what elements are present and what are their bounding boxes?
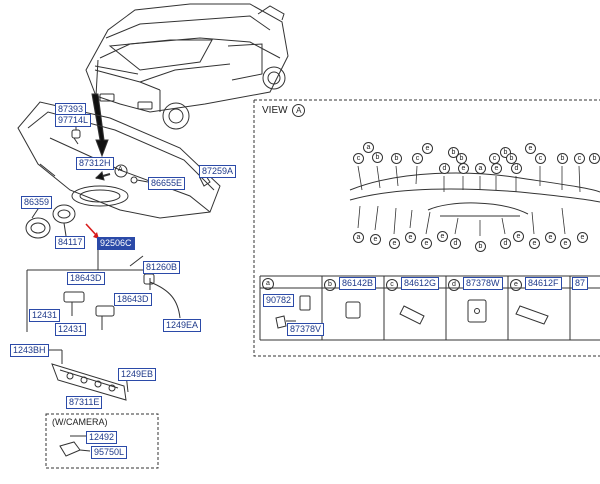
part-label-p81260B[interactable]: 81260B [143, 261, 181, 274]
view-marker-e: e [370, 234, 381, 245]
table-part-87378W[interactable]: 87378W [463, 277, 503, 290]
view-marker-e: e [458, 163, 469, 174]
view-marker-c: c [574, 153, 585, 164]
table-cell-f: 87 [572, 277, 589, 290]
table-cell-letter: e [510, 279, 522, 291]
view-marker-d: d [511, 163, 522, 174]
callout-a: A [118, 166, 123, 173]
view-marker-e: e [437, 231, 448, 242]
vehicle-illustration [85, 3, 289, 130]
view-marker: A [292, 104, 306, 117]
part-label-p86359[interactable]: 86359 [21, 196, 53, 209]
view-marker-b: b [372, 152, 383, 163]
part-label-p97714L[interactable]: 97714L [55, 114, 92, 127]
table-cell-a: a [262, 277, 277, 290]
view-marker-e: e [422, 143, 433, 154]
part-label-p87312H[interactable]: 87312H [76, 157, 114, 170]
table-cell-letter: c [386, 279, 398, 291]
table-part-87[interactable]: 87 [572, 277, 589, 290]
part-label-p12431_b[interactable]: 12431 [55, 323, 87, 336]
table-part-84612F[interactable]: 84612F [525, 277, 562, 290]
part-label-p1249EB[interactable]: 1249EB [118, 368, 157, 381]
view-marker-e: e [405, 232, 416, 243]
view-marker-e: e [389, 238, 400, 249]
part-label-p12492[interactable]: 12492 [86, 431, 118, 444]
view-marker-a: a [475, 163, 486, 174]
part-label-p1243BH[interactable]: 1243BH [10, 344, 49, 357]
view-marker-a: a [363, 142, 374, 153]
part-label-p92506C[interactable]: 92506C [97, 237, 135, 250]
table-cell-letter: d [448, 279, 460, 291]
view-marker-c: c [535, 153, 546, 164]
view-marker-b: b [448, 147, 459, 158]
view-marker-b: b [391, 153, 402, 164]
part-label-p84117[interactable]: 84117 [55, 236, 86, 249]
view-marker-c: c [353, 153, 364, 164]
part-label-p90782[interactable]: 90782 [263, 294, 295, 307]
table-cell-letter: b [324, 279, 336, 291]
part-label-p1249EA[interactable]: 1249EA [163, 319, 202, 332]
view-marker-d: d [439, 163, 450, 174]
view-marker-e: e [491, 163, 502, 174]
part-label-p87311E[interactable]: 87311E [66, 396, 103, 409]
view-title: VIEW A [262, 104, 306, 117]
view-marker-e: e [529, 238, 540, 249]
garnish-illustration [51, 363, 127, 401]
table-cell-letter: a [262, 278, 274, 290]
part-label-p86655E[interactable]: 86655E [148, 177, 186, 190]
part-label-p18643D_b[interactable]: 18643D [114, 293, 152, 306]
view-marker-e: e [577, 232, 588, 243]
view-marker-e: e [560, 238, 571, 249]
view-marker-d: d [450, 238, 461, 249]
view-marker-a: a [353, 232, 364, 243]
part-label-p95750L[interactable]: 95750L [91, 446, 128, 459]
part-label-p12431_a[interactable]: 12431 [29, 309, 61, 322]
part-label-p18643D_a[interactable]: 18643D [67, 272, 105, 285]
view-marker-e: e [525, 143, 536, 154]
view-marker-e: e [545, 232, 556, 243]
part-label-p87378V[interactable]: 87378V [287, 323, 325, 336]
view-marker-b: b [506, 153, 517, 164]
camera-note: (W/CAMERA) [52, 417, 108, 427]
view-marker-c: c [412, 153, 423, 164]
view-label: VIEW [262, 105, 288, 116]
view-marker-d: d [500, 238, 511, 249]
view-marker-e: e [421, 238, 432, 249]
view-marker-b: b [557, 153, 568, 164]
view-marker-e: e [513, 231, 524, 242]
view-marker-b: b [500, 147, 511, 158]
view-marker-b: b [475, 241, 486, 252]
table-part-84612G[interactable]: 84612G [401, 277, 440, 290]
view-marker-b: b [589, 153, 600, 164]
table-part-86142B[interactable]: 86142B [339, 277, 377, 290]
part-label-p87259A[interactable]: 87259A [199, 165, 237, 178]
